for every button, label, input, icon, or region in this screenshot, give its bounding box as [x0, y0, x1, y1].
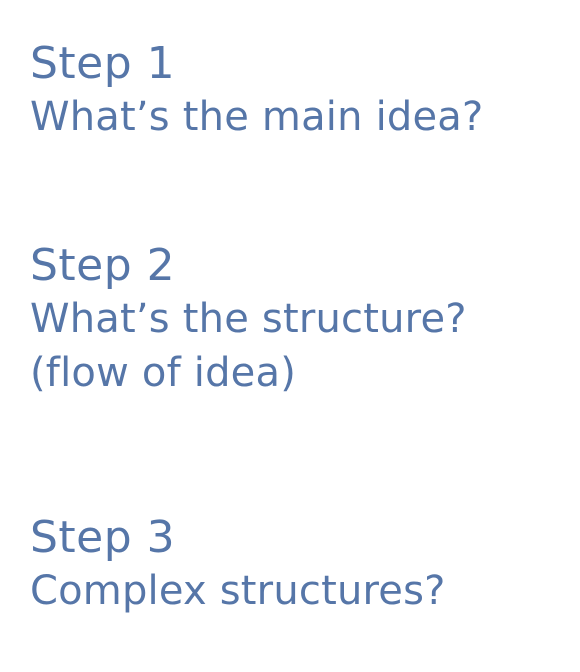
step-3-question: Complex structures?: [30, 568, 446, 614]
step-2-note: (flow of idea): [30, 350, 297, 396]
step-2-title: Step 2: [30, 240, 176, 291]
step-1-block: Step 1 What’s the main idea?: [30, 38, 483, 144]
step-1-title: Step 1: [30, 38, 176, 89]
step-3-block: Step 3 Complex structures?: [30, 512, 446, 618]
step-3-title: Step 3: [30, 512, 176, 563]
step-2-question: What’s the structure?: [30, 296, 467, 342]
step-1-question: What’s the main idea?: [30, 94, 484, 140]
step-2-block: Step 2 What’s the structure? (flow of id…: [30, 240, 467, 400]
